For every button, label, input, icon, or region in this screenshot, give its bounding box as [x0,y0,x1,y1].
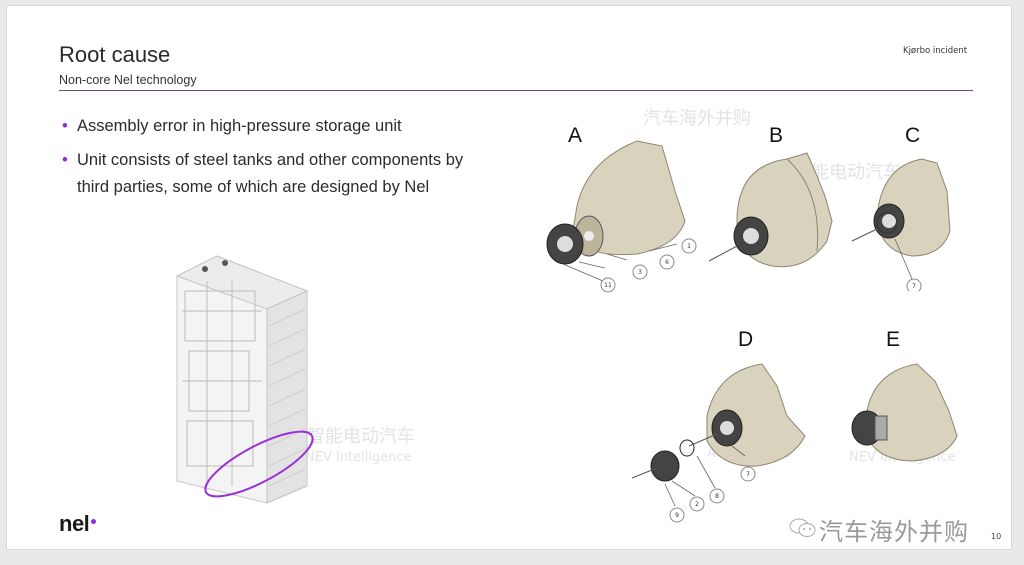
slide-title: Root cause [59,42,171,67]
panel-label-c: C [905,124,921,147]
slide: Root cause Non-core Nel technology Kjørb… [6,5,1012,550]
title-divider [59,90,973,91]
incident-tag: Kjørbo incident [903,46,968,56]
wechat-icon [789,518,816,537]
slide-subtitle: Non-core Nel technology [59,73,197,87]
callout-a: 3 [638,269,642,276]
bullet-item: •Unit consists of steel tanks and other … [62,151,464,196]
tank-diagram-c: 7 [851,158,951,291]
callout-a: 6 [665,259,669,266]
callout-a: 1 [687,243,691,250]
watermark-corner: 汽车海外并购 [819,518,969,546]
storage-unit-illustration [175,255,309,504]
callout-d: 7 [746,471,750,478]
callout-c: 7 [912,283,916,290]
highlight-ellipse [204,430,314,498]
callout-d: 8 [715,493,719,500]
callout-d: 2 [695,501,699,508]
bullet-item: •Assembly error in high-pressure storage… [62,117,402,135]
panel-label-b: B [769,124,784,147]
tank-diagram-a [546,140,686,282]
panel-label-e: E [886,328,901,351]
logo-dot [91,519,97,524]
watermark-text: 汽车海外并购 [643,108,751,129]
bullet-list: •Assembly error in high-pressure storage… [59,113,499,208]
tank-diagram-b [708,152,833,268]
logo-text: nel [59,511,90,536]
panel-label-d: D [738,328,754,351]
callout-a: 11 [604,282,612,289]
tank-diagram-d: 7 8 2 9 [631,363,806,523]
page-number: 10 [991,532,1002,541]
panel-label-a: A [568,124,583,147]
nel-logo: nel [59,511,97,537]
tank-diagram-e [851,363,958,462]
callout-d: 9 [675,512,679,519]
callouts-a: 1 6 3 11 [600,238,697,293]
